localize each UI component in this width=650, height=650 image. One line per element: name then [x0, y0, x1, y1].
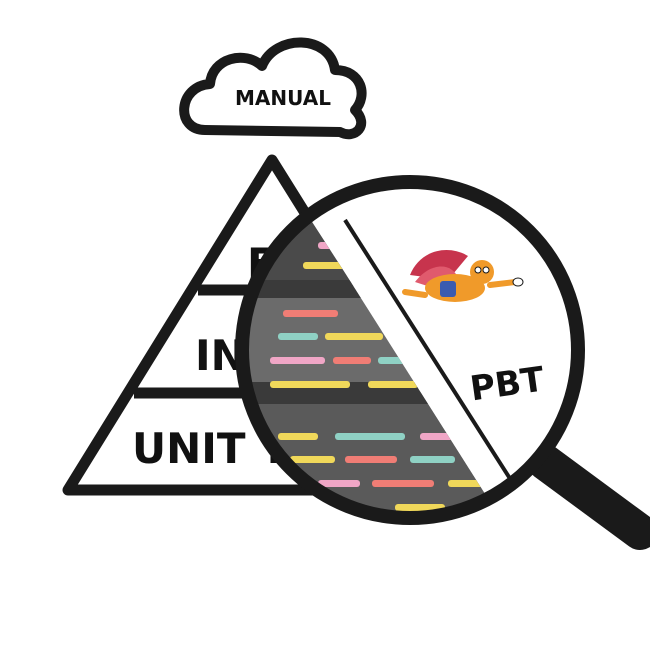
code-line: [283, 310, 338, 317]
code-line: [372, 480, 434, 487]
superhero-cat-flying-icon: [402, 250, 524, 302]
code-line: [395, 504, 445, 511]
manual-label: MANUAL: [235, 86, 331, 110]
magnifier-rim: [235, 175, 585, 525]
code-line: [345, 456, 397, 463]
code-line: [278, 433, 318, 440]
code-line: [333, 357, 371, 364]
code-line: [410, 456, 455, 463]
magnified-pyramid-edge: [343, 218, 532, 512]
code-line: [335, 433, 405, 440]
code-line: [270, 357, 325, 364]
code-line: [318, 480, 360, 487]
code-line: [270, 381, 350, 388]
code-line: [325, 333, 383, 340]
code-line: [290, 456, 335, 463]
manual-cloud: MANUAL: [179, 37, 367, 140]
code-line: [448, 480, 486, 487]
code-line: [368, 381, 418, 388]
code-line: [278, 333, 318, 340]
magnifier-handle: [527, 444, 650, 550]
